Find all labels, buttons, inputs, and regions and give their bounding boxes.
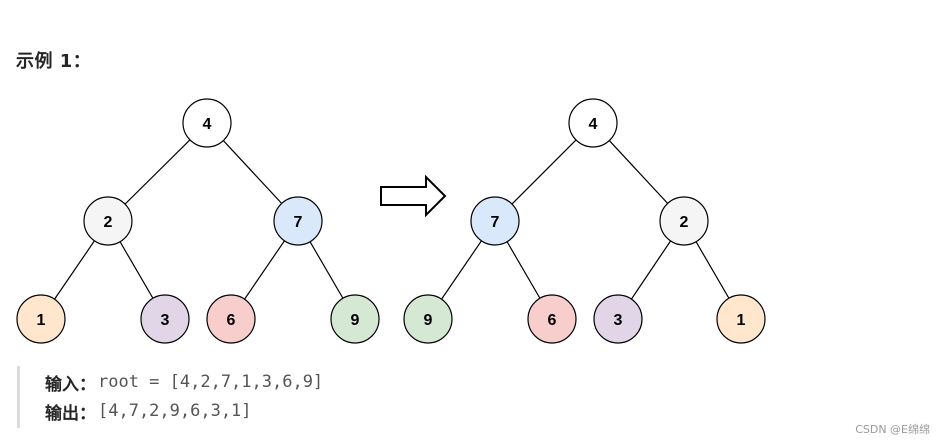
node-circle [593,294,643,344]
tree-node: 9 [403,294,453,344]
tree-node: 4 [182,98,232,148]
node-label: 4 [203,116,212,133]
node-label: 4 [589,116,598,133]
node-circle [659,196,709,246]
node-circle [83,196,133,246]
node-circle [716,294,766,344]
tree-node: 2 [659,196,709,246]
node-circle [206,294,256,344]
tree-after: 4 7 2 9 6 3 1 [403,98,766,344]
tree-node: 4 [568,98,618,148]
watermark: CSDN @E绵绵 [855,423,930,436]
node-label: 9 [424,312,433,329]
tree-inversion-diagram: 4 2 7 1 3 6 9 [16,98,766,344]
node-label: 7 [491,214,500,231]
node-label: 1 [737,312,746,329]
tree-node: 1 [716,294,766,344]
output-line: 输出： [4,7,2,9,6,3,1] [45,399,252,424]
node-label: 6 [227,312,236,329]
input-line: 输入： root = [4,2,7,1,3,6,9] [45,370,324,395]
input-value: root = [4,2,7,1,3,6,9] [98,372,324,392]
right-outline-arrow-icon [380,174,447,218]
tree-node: 2 [83,196,133,246]
input-label: 输入： [45,374,96,395]
node-circle [568,98,618,148]
node-circle [403,294,453,344]
node-circle [527,294,577,344]
example-heading: 示例 1： [16,51,92,72]
node-circle [16,294,66,344]
output-label: 输出： [45,403,96,424]
node-label: 6 [548,312,557,329]
node-label: 7 [294,214,303,231]
node-label: 3 [614,312,623,329]
tree-node: 6 [206,294,256,344]
node-circle [182,98,232,148]
tree-node: 9 [330,294,380,344]
node-circle [330,294,380,344]
tree-node: 1 [16,294,66,344]
node-label: 3 [161,312,170,329]
node-label: 9 [351,312,360,329]
node-label: 1 [37,312,46,329]
tree-node: 7 [470,196,520,246]
node-label: 2 [104,214,113,231]
node-circle [470,196,520,246]
tree-node: 6 [527,294,577,344]
io-example-block: 输入： root = [4,2,7,1,3,6,9] 输出： [4,7,2,9,… [17,366,440,428]
node-circle [273,196,323,246]
tree-node: 7 [273,196,323,246]
output-value: [4,7,2,9,6,3,1] [98,401,252,421]
node-label: 2 [680,214,689,231]
tree-node: 3 [140,294,190,344]
node-circle [140,294,190,344]
tree-before: 4 2 7 1 3 6 9 [16,98,380,344]
tree-node: 3 [593,294,643,344]
